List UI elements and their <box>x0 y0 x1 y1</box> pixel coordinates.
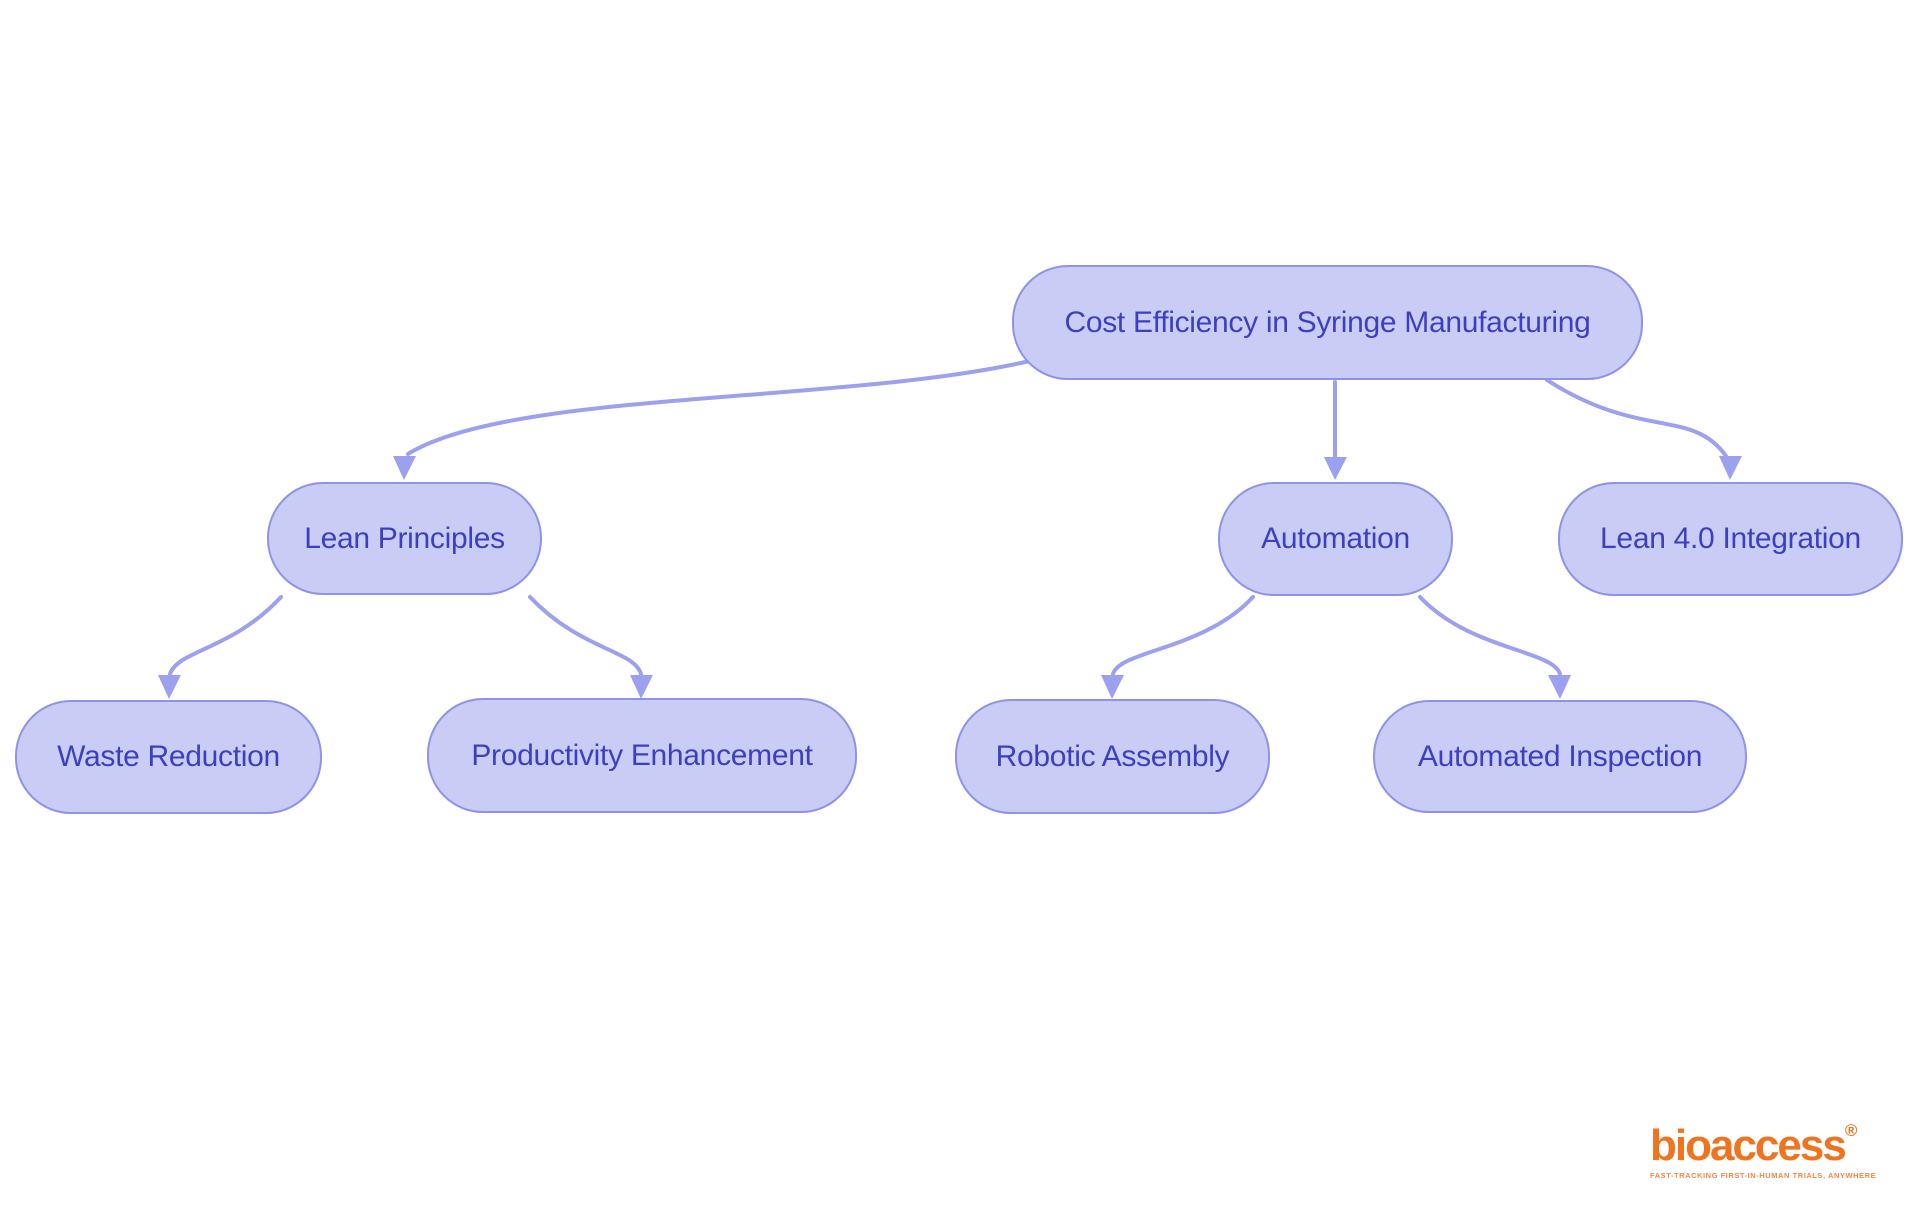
node-robotic-assembly: Robotic Assembly <box>955 699 1270 814</box>
node-lean-40-integration: Lean 4.0 Integration <box>1558 482 1903 596</box>
node-label: Automated Inspection <box>1417 739 1703 773</box>
edge-automation-to-robotic-assembly <box>1101 595 1255 699</box>
edge-root-to-automation <box>1324 380 1347 480</box>
node-label: Cost Efficiency in Syringe Manufacturing <box>1064 305 1591 339</box>
node-waste-reduction: Waste Reduction <box>15 700 322 814</box>
edge-root-to-lean-principles <box>393 358 1036 480</box>
edge-lean-principles-to-waste-reduction <box>158 595 283 699</box>
node-cost-efficiency-root: Cost Efficiency in Syringe Manufacturing <box>1012 265 1643 380</box>
node-label: Waste Reduction <box>57 740 280 773</box>
bioaccess-wordmark: bioaccess® <box>1650 1122 1880 1168</box>
bioaccess-tagline: FAST-TRACKING FIRST-IN-HUMAN TRIALS, ANY… <box>1650 1171 1877 1180</box>
node-label: Robotic Assembly <box>995 739 1230 773</box>
node-automated-inspection: Automated Inspection <box>1373 700 1747 813</box>
node-lean-principles: Lean Principles <box>267 482 542 595</box>
node-label: Lean Principles <box>304 521 505 555</box>
node-label: Productivity Enhancement <box>471 738 813 772</box>
node-label: Lean 4.0 Integration <box>1600 522 1861 555</box>
edge-lean-principles-to-productivity-enhancement <box>528 595 653 699</box>
bioaccess-logo: bioaccess® FAST-TRACKING FIRST-IN-HUMAN … <box>1650 1122 1880 1180</box>
edge-root-to-lean-integration <box>1545 378 1742 480</box>
registered-trademark-symbol: ® <box>1844 1121 1858 1140</box>
node-productivity-enhancement: Productivity Enhancement <box>427 698 857 813</box>
node-label: Automation <box>1261 522 1410 555</box>
edge-automation-to-automated-inspection <box>1418 595 1571 699</box>
node-automation: Automation <box>1218 482 1453 596</box>
bioaccess-brand-text: bioaccess <box>1650 1121 1847 1170</box>
